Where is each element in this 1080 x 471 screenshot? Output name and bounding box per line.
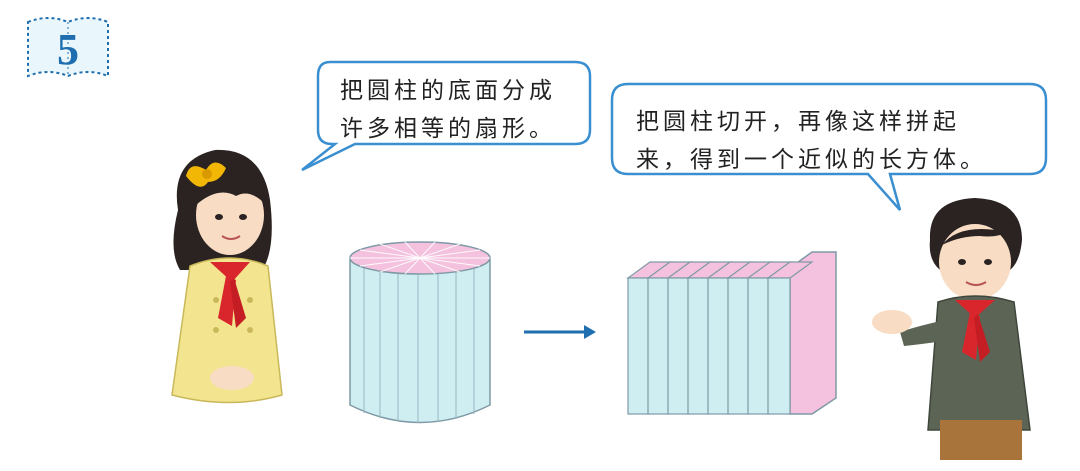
cuboid-solid [626,251,837,415]
girl-speech-text: 把圆柱的底面分成 许多相等的扇形。 [340,72,556,148]
red-scarf-icon [210,262,250,328]
cylinder-solid [349,241,491,424]
girl-speech-line-1: 把圆柱的底面分成 [340,78,556,104]
problem-badge: 5 [24,14,112,84]
boy-speech-line-2: 来，得到一个近似的长方体。 [636,147,987,173]
boy-speech-line-1: 把圆柱切开，再像这样拼起 [636,109,960,135]
red-scarf-icon [955,300,995,362]
boy-speech-bubble [610,82,1048,211]
hair-bow-icon [186,162,226,187]
arrow-right-icon [524,325,596,339]
problem-number: 5 [57,25,79,74]
girl-speech-bubble [301,60,592,172]
book-icon [27,17,109,78]
girl-speech-line-2: 许多相等的扇形。 [340,116,556,142]
boy-speech-text: 把圆柱切开，再像这样拼起 来，得到一个近似的长方体。 [636,103,987,179]
boy-character [872,198,1031,460]
girl-character [171,149,283,404]
